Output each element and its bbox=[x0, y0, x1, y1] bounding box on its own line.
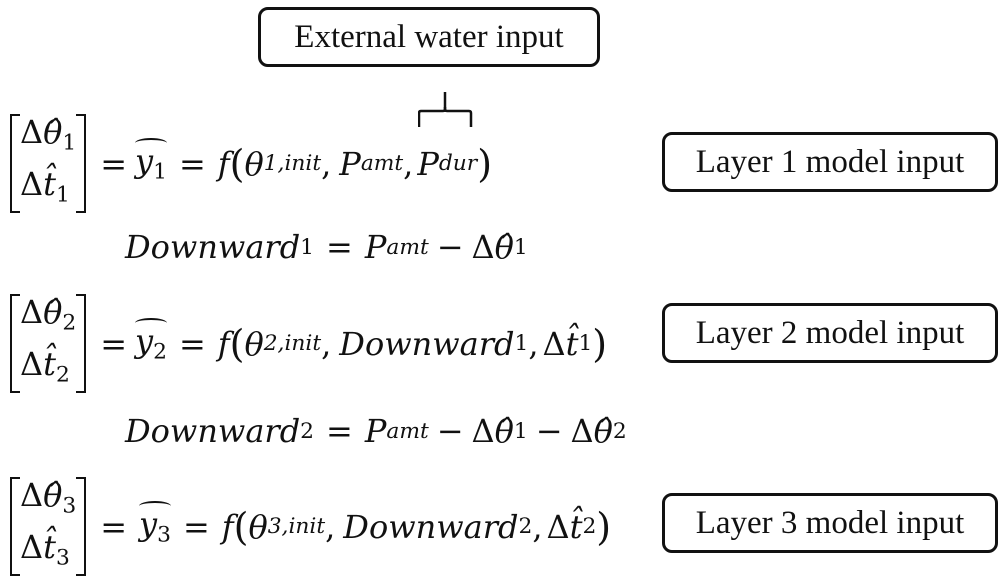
brace-stem bbox=[443, 92, 447, 112]
output-vector-3: Δθ̂3 Δt̂3 bbox=[10, 475, 87, 578]
layer-2-model-input-label: Layer 2 model input bbox=[695, 314, 965, 351]
output-vector-1: Δθ̂1 Δt̂1 bbox=[10, 112, 87, 215]
layer-3-model-input-box: Layer 3 model input bbox=[662, 493, 998, 553]
layer-2-model-input-box: Layer 2 model input bbox=[662, 303, 998, 363]
layer-1-model-input-label: Layer 1 model input bbox=[695, 143, 965, 180]
external-water-input-box: External water input bbox=[258, 7, 600, 67]
output-vector-2: Δθ̂2 Δt̂2 bbox=[10, 292, 87, 395]
layer-1-model-input-box: Layer 1 model input bbox=[662, 132, 998, 192]
external-water-input-label: External water input bbox=[294, 18, 564, 55]
layer-3-model-input-label: Layer 3 model input bbox=[695, 504, 965, 541]
